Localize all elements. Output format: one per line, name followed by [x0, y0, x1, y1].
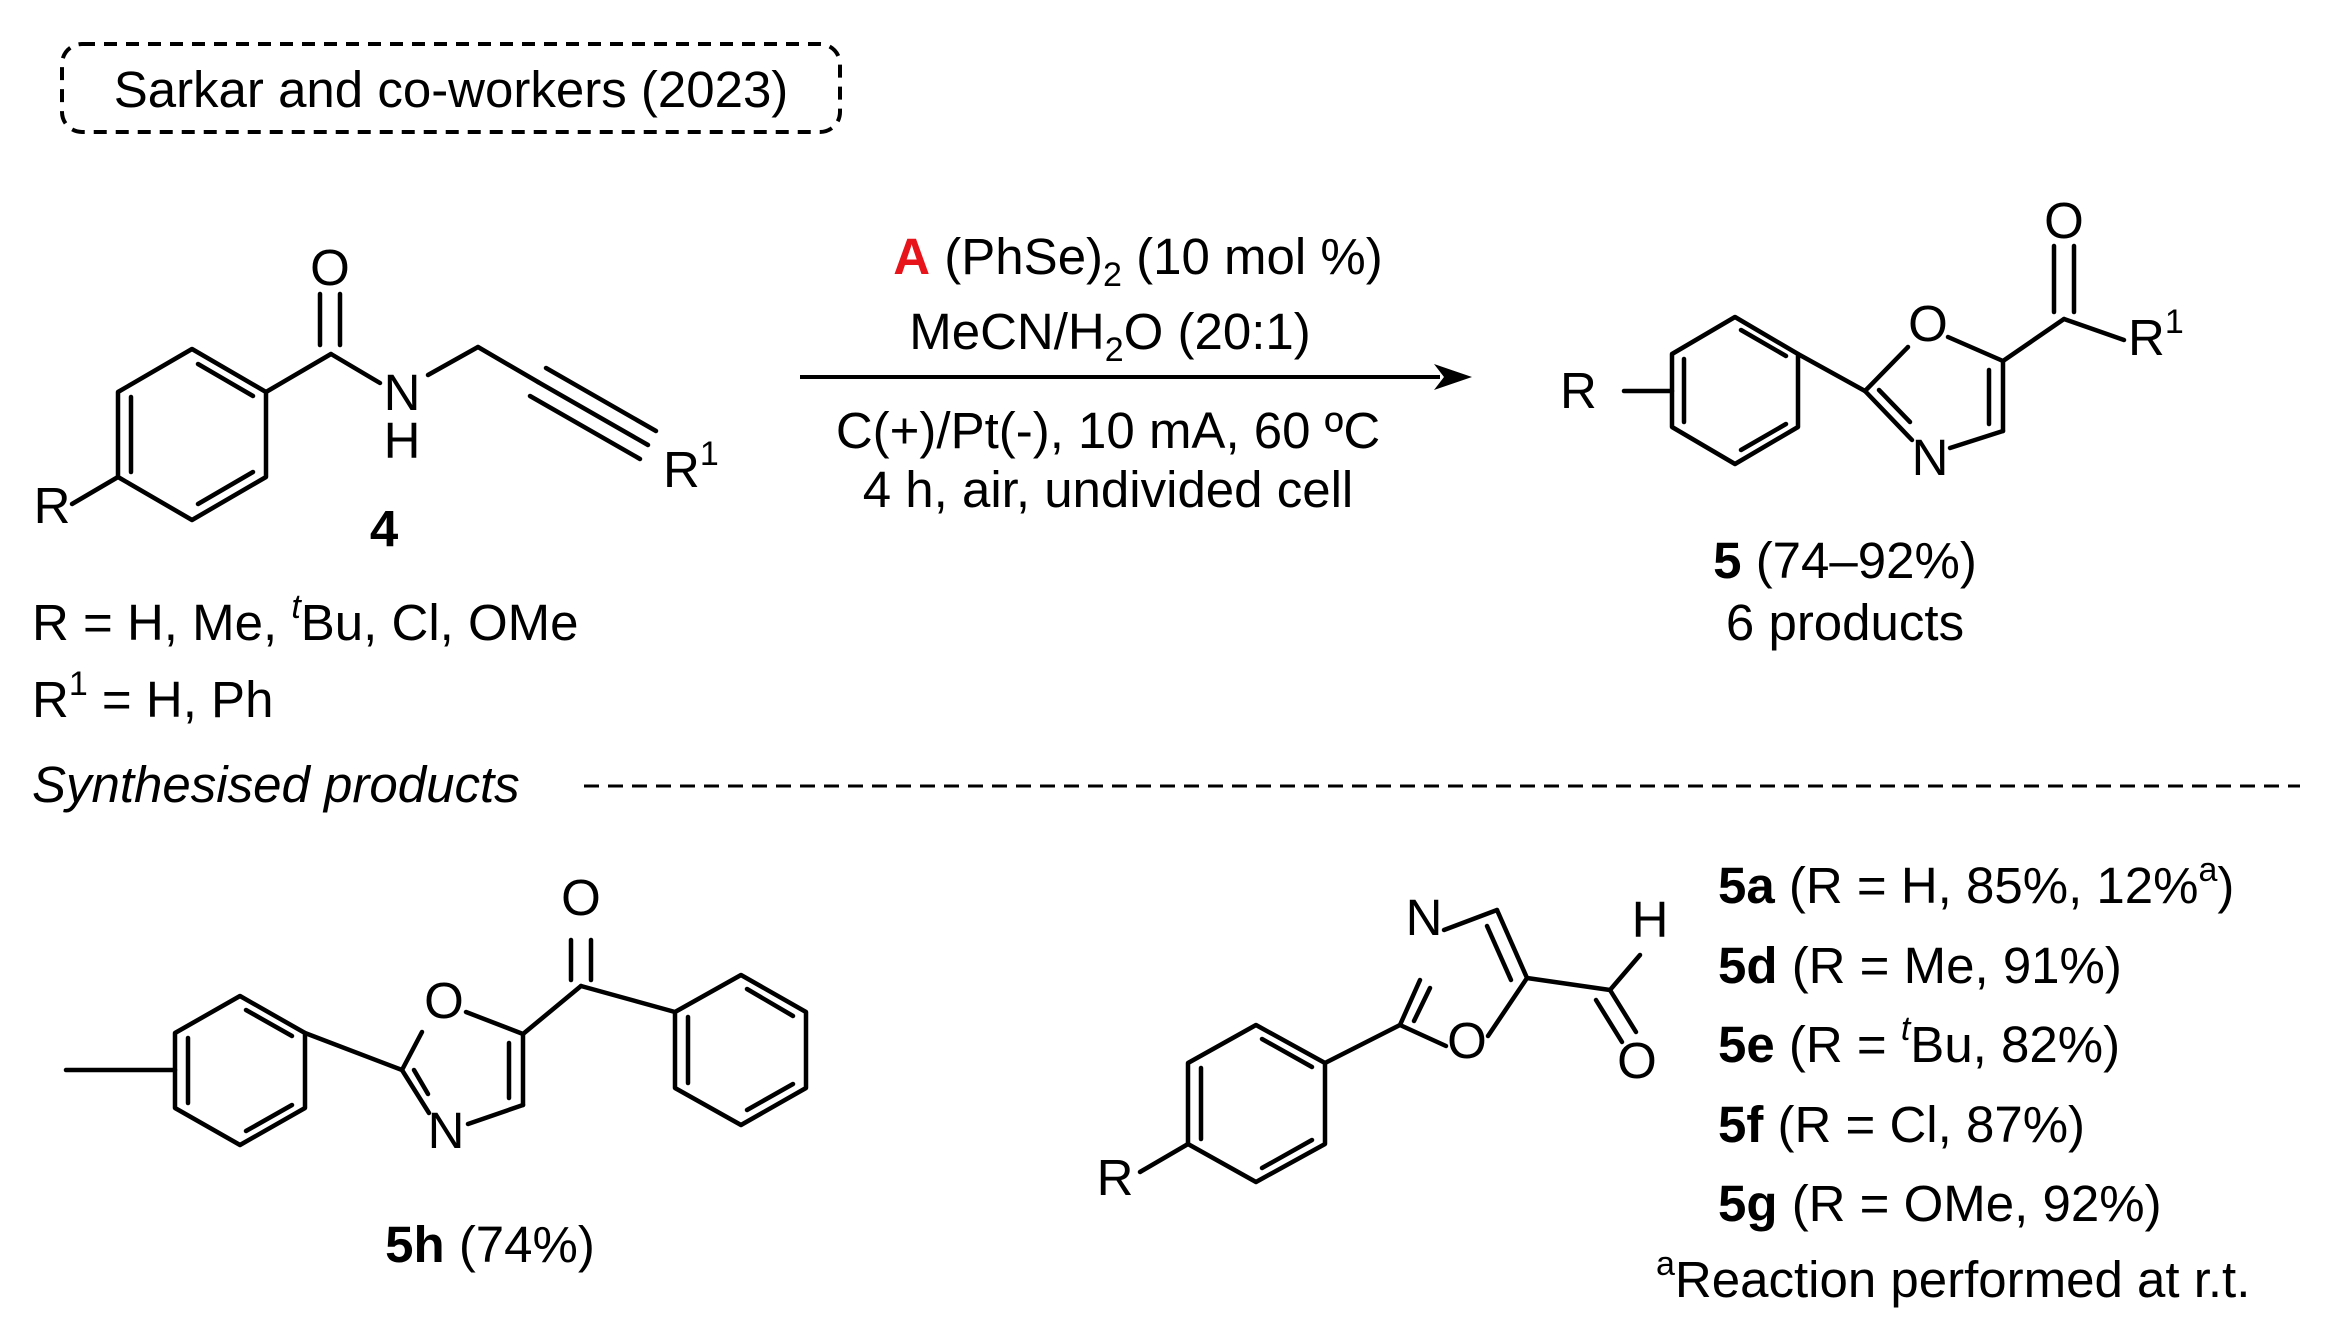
atom-H-5a-aldehyde: H: [1632, 891, 1669, 948]
atom-N-amide: N: [384, 364, 421, 421]
atom-R-reactant: R: [34, 477, 71, 534]
conditions-time: 4 h, air, undivided cell: [863, 461, 1353, 518]
atom-R1-reactant: R1: [663, 435, 719, 498]
atom-O-product-carbonyl: O: [2044, 192, 2084, 249]
conditions-solvent: MeCN/H2O (20:1): [909, 303, 1311, 369]
reactant-scope-r1: R1 = H, Ph: [32, 665, 273, 728]
section-title: Synthesised products: [32, 756, 520, 813]
atom-O-5a-ring: O: [1447, 1012, 1487, 1069]
example-5g: 5g (R = OMe, 92%): [1718, 1175, 2162, 1232]
examples-5a-5g-structure: [1137, 907, 1643, 1185]
product-5-structure: [1621, 243, 2127, 467]
reactant-scope-r: R = H, Me, tBu, Cl, OMe: [32, 588, 579, 651]
footnote: aReaction performed at r.t.: [1656, 1245, 2250, 1308]
example-5f: 5f (R = Cl, 87%): [1718, 1096, 2085, 1153]
example-5h-structure: [63, 937, 809, 1148]
atom-N-product-ring: N: [1912, 429, 1949, 486]
atom-N-5a-ring: N: [1406, 889, 1443, 946]
product-id-yield: 5 (74–92%): [1713, 532, 1977, 589]
atom-R1-product: R1: [2128, 303, 2184, 366]
atom-O-5h-ring: O: [424, 972, 464, 1029]
example-5d: 5d (R = Me, 91%): [1718, 937, 2122, 994]
atom-N-5h-ring: N: [428, 1102, 465, 1159]
atom-R-product: R: [1560, 362, 1597, 419]
atom-O-carbonyl: O: [310, 239, 350, 296]
example-5e: 5e (R = tBu, 82%): [1718, 1010, 2120, 1073]
reactant-id: 4: [370, 500, 399, 557]
atom-H-amide: H: [384, 412, 421, 469]
atom-O-5h-carbonyl: O: [561, 869, 601, 926]
conditions-electrodes: C(+)/Pt(-), 10 mA, 60 ºC: [836, 402, 1380, 459]
example-5a: 5a (R = H, 85%, 12%a): [1718, 851, 2234, 914]
product-count: 6 products: [1726, 594, 1964, 651]
atom-O-5a-aldehyde: O: [1617, 1032, 1657, 1089]
header-label: Sarkar and co-workers (2023): [114, 61, 789, 118]
example-5h-label: 5h (74%): [385, 1216, 595, 1273]
atom-R-5a: R: [1097, 1149, 1134, 1206]
atom-O-product-ring: O: [1908, 295, 1948, 352]
reactant-4-structure: [69, 291, 659, 523]
header-box: Sarkar and co-workers (2023): [60, 42, 842, 134]
reaction-arrow: [800, 364, 1472, 390]
conditions-catalyst: A (PhSe)2 (10 mol %): [893, 228, 1382, 294]
